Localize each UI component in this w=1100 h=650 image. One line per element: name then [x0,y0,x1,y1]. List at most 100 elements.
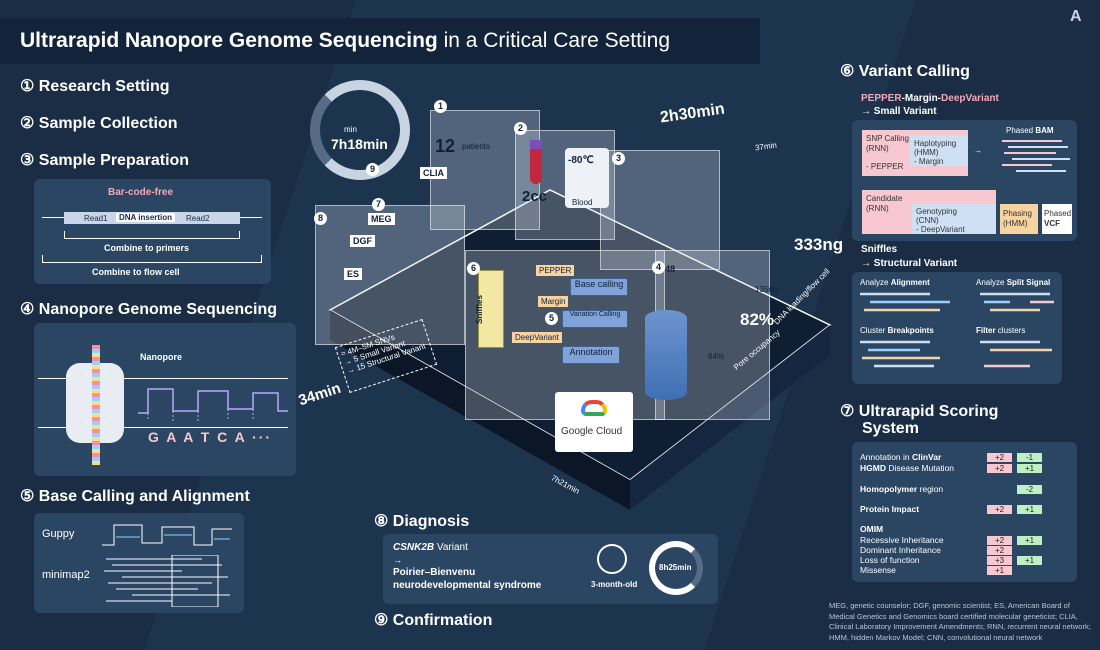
section-research-setting: ① Research Setting [20,78,170,95]
snp-title: SNP Calling [866,134,909,143]
clinvar-row: Annotation in ClinVar [860,452,941,462]
chip-rec-plus: +2 [987,536,1012,545]
diagnosis-gene-line: CSNK2B Variant [393,542,468,553]
clinvar-text: Annotation in [860,452,912,462]
phasing-sub: (HMM) [1003,219,1028,228]
phased-bam-label: Phased BAM [1006,126,1054,135]
cand-title: Candidate [866,194,903,203]
small-variant-panel: SNP Calling (RNN) - PEPPER Haplotyping (… [852,120,1077,241]
clock-time: 7h18min [331,136,388,152]
filter-a: Filter [976,326,996,335]
geno-tool: - DeepVariant [916,225,965,234]
clock-min-label: min [344,125,357,134]
arrow-to-bam: → [974,146,982,155]
chip-mis-plus: +1 [987,566,1012,575]
filter-clusters: Filter clusters [976,326,1025,335]
hgmd-bold: HGMD [860,463,886,473]
freezer-icon [565,148,609,208]
phasing-box: Phasing (HMM) [1000,204,1038,234]
meg-label: MEG [368,213,395,225]
structural-variant-label: → Structural Variant [861,258,958,269]
basecalling-module: Base calling [570,278,628,296]
patients-count: 12 [435,136,456,156]
workflow-scene: min 7h18min 12 patients 2cc -80℃ Blood C… [296,70,844,540]
phased-bam-b: BAM [1035,126,1054,135]
signal-trace [138,388,288,421]
sniffles-module: Sniffles [475,270,504,348]
clinvar-bold: ClinVar [911,452,942,462]
pipeline-pepper: PEPPER [861,93,902,104]
dna-small: 135ng [755,285,778,294]
chip-clinvar-plus: +2 [987,453,1012,462]
geno-box: Genotyping (CNN) - DeepVariant [912,204,996,234]
section-scoring: ⑦ Ultrarapid Scoring [840,403,999,420]
diagnosis-arrow: → [393,555,402,565]
sequence-readout: G A A T C A ··· [148,429,273,445]
step-num-4: 4 [652,261,665,274]
section-sample-preparation: ③ Sample Preparation [20,152,190,169]
pore-small: 64% [708,352,725,361]
protein-row: Protein Impact [860,504,920,514]
cluster-b: Breakpoints [887,326,934,335]
analyze-split: Analyze Split Signal [976,278,1050,287]
deepvariant-module: DeepVariant [512,332,562,343]
flowcell-bracket [42,255,262,263]
section-nanopore-sequencing: ④ Nanopore Genome Sequencing [20,301,278,318]
blood-volume: 2cc [522,188,548,205]
omim-row: OMIM [860,524,884,534]
patient-age: 3-month-old [591,580,638,589]
google-cloud-badge: Google Cloud [555,392,633,452]
homo-text: region [917,484,944,494]
filter-b: clusters [995,326,1026,335]
phased-bam-a: Phased [1006,126,1036,135]
baby-icon [597,544,627,574]
basecalling-panel: Guppy minimap2 [34,513,244,613]
read2-label: Read2 [186,214,210,223]
hap-tool: - Margin [914,157,944,166]
flowcell-label: Combine to flow cell [92,267,180,277]
geno-sub: (CNN) [916,216,939,225]
section-confirmation: ⑨ Confirmation [374,612,493,629]
database-cylinder-icon [645,310,687,400]
primers-label: Combine to primers [104,243,190,253]
membrane-line-top [38,378,288,379]
analyze-alignment: Analyze Alignment [860,278,930,287]
chip-hgmd-plus: +2 [987,464,1012,473]
dna-insert-label: DNA insertion [116,213,176,222]
footnote: MEG, genetic counselor; DGF, genomic sci… [829,601,1091,642]
section-base-calling: ⑤ Base Calling and Alignment [20,488,250,505]
hap-sub: (HMM) [914,148,939,157]
syndrome-line-2: neurodevelopmental syndrome [393,580,542,591]
step-num-2: 2 [514,122,527,135]
annotation-module: Annotation [562,346,620,364]
google-cloud-label: Google Cloud [561,426,623,437]
align-b: Alignment [890,278,930,287]
google-cloud-icon [581,400,607,416]
page-title: Ultrarapid Nanopore Genome Sequencing in… [20,29,670,52]
vcf-box: Phased VCF [1042,204,1072,234]
cand-sub: (RNN) [866,204,889,213]
sv-reads-bottom [860,340,1052,368]
chip-clinvar-minus: -1 [1017,453,1042,462]
vcf-b: VCF [1044,219,1060,228]
diagnosis-time: 8h25min [659,563,692,572]
guppy-signal [102,524,232,546]
pepper-module: PEPPER [536,265,575,276]
prep-header: Bar-code-free [108,187,174,198]
team-cube [315,205,465,345]
section-scoring-line2: System [862,420,919,437]
primer-bracket [64,231,240,239]
es-label: ES [344,268,363,280]
alignment-reads [104,555,230,607]
chip-dom-plus: +2 [987,546,1012,555]
geno-title: Genotyping [916,207,957,216]
step-num-5: 5 [545,312,558,325]
dna-load: 333ng [794,235,844,254]
section-variant-calling: ⑥ Variant Calling [840,63,970,80]
snp-tool: - PEPPER [866,162,904,171]
membrane-line-bottom [38,427,288,428]
section-sample-collection: ② Sample Collection [20,115,178,132]
guppy-label: Guppy [42,528,75,540]
syndrome-line-1: Poirier–Bienvenu [393,567,476,578]
hgmd-text: Disease Mutation [885,463,955,473]
